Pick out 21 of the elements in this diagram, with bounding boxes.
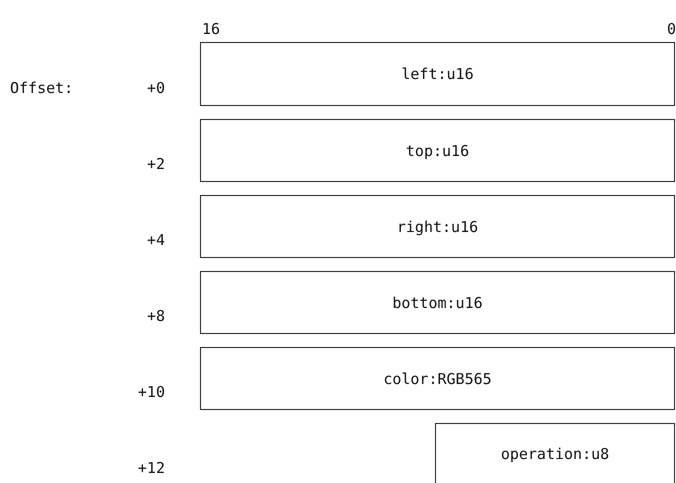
bit-index: 16 [202, 20, 220, 38]
offset-value: +12 [138, 459, 165, 477]
field-label: top:u16 [406, 142, 470, 160]
field-label: bottom:u16 [392, 294, 483, 312]
field-label: color:RGB565 [383, 370, 492, 388]
field-label: operation:u8 [500, 444, 610, 462]
offset-value: +8 [146, 307, 165, 325]
field-box [200, 347, 675, 410]
field-box [200, 271, 675, 334]
field-label: right:u16 [396, 218, 478, 236]
offset-value: +4 [146, 231, 165, 249]
field-box [200, 195, 675, 258]
offset-value: +0 [146, 79, 165, 97]
field-box [200, 42, 675, 106]
bit-index: 0 [666, 20, 676, 38]
offset-heading: Offset: [10, 79, 74, 97]
field-box [435, 423, 675, 483]
field-label: left:u16 [401, 65, 474, 83]
offset-value: +2 [146, 155, 165, 173]
field-box [200, 119, 675, 182]
offset-value: +10 [138, 383, 165, 401]
